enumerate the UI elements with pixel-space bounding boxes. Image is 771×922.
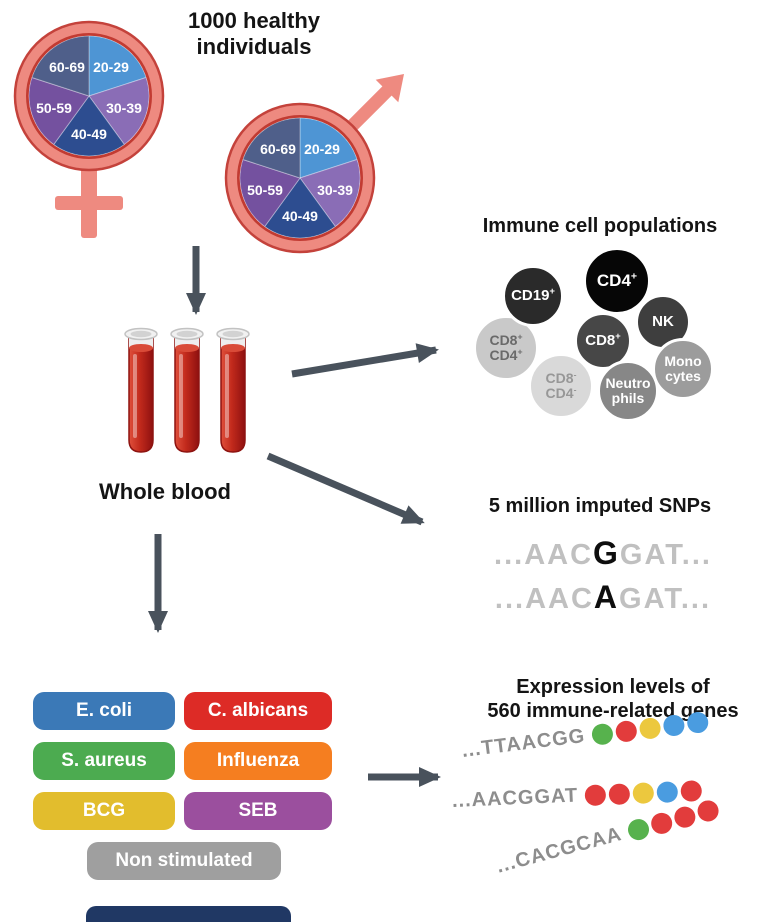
stimulus-bcg: BCG (33, 792, 175, 830)
pie-label-60-69: 60-69 (260, 141, 296, 157)
immune-cell-cd19: CD19+ (502, 265, 564, 327)
cell-label-line1: Neutro (605, 374, 651, 391)
snp-allele: A (593, 579, 620, 615)
snp-seq-pre: ...AAC (494, 539, 594, 571)
immune-populations-title: Immune cell populations (482, 215, 718, 237)
figure-title: 1000 healthy individuals (158, 8, 350, 60)
gene-bead (584, 784, 607, 807)
pie-label-20-29: 20-29 (304, 141, 340, 157)
cell-label-line1: CD8+ (489, 331, 523, 348)
stimulus-influenza: Influenza (184, 742, 332, 780)
pie-label-50-59: 50-59 (247, 182, 283, 198)
male-age-pie: 20-29 30-39 40-49 50-59 60-69 (224, 102, 376, 254)
snp-seq-post: GAT... (619, 539, 712, 571)
gene-bead (625, 816, 652, 843)
arrow-blood-to-snps (266, 452, 425, 526)
snp-sequences: ...AACGGAT... ...AACAGAT... (438, 532, 768, 620)
expression-title-line1: Expression levels of (516, 676, 710, 698)
cell-label-line1: CD8- (545, 369, 577, 386)
snp-seq-pre: ...AAC (494, 583, 594, 615)
blood-tube-2 (170, 327, 204, 453)
pie-label-60-69: 60-69 (49, 59, 85, 75)
cell-label-line2: CD4- (545, 384, 577, 401)
female-symbol-outer-edge (13, 20, 165, 172)
immune-cell-cd8neg-cd4neg: CD8- CD4- (528, 353, 594, 419)
female-symbol-crossbar (55, 196, 123, 210)
blood-tube-1 (124, 327, 158, 453)
cell-label-line2: CD4+ (489, 346, 523, 363)
female-symbol-ring (16, 23, 162, 169)
stimulus-e-coli: E. coli (33, 692, 175, 730)
gene-bead (648, 810, 675, 837)
male-symbol-outer-edge (224, 102, 376, 254)
male-symbol: 20-29 30-39 40-49 50-59 60-69 (224, 74, 404, 254)
pie-label-20-29: 20-29 (93, 59, 129, 75)
pie-label-30-39: 30-39 (106, 100, 142, 116)
pie-slice-20-29 (299, 117, 358, 179)
bottom-partial-pill (86, 906, 291, 922)
pie-slice-40-49 (264, 177, 336, 239)
snps-title: 5 million imputed SNPs (488, 495, 712, 517)
expression-title: Expression levels of 560 immune-related … (455, 676, 771, 723)
pie-label-40-49: 40-49 (282, 208, 318, 224)
immune-cell-monocytes: Mono cytes (652, 338, 714, 400)
snp-allele: G (593, 535, 620, 571)
pie-slice-60-69 (242, 117, 301, 179)
immune-cell-neutrophils: Neutro phils (597, 360, 659, 422)
cell-label-line1: Mono (664, 352, 702, 369)
pie-label-50-59: 50-59 (36, 100, 72, 116)
pie-slice-60-69 (31, 35, 90, 97)
whole-blood-label: Whole blood (99, 479, 231, 504)
cell-label-line1: NK (652, 312, 674, 330)
female-age-pie: 20-29 30-39 40-49 50-59 60-69 (13, 20, 165, 172)
pie-slice-50-59 (28, 76, 90, 146)
pie-inner-ring (236, 114, 364, 242)
pie-label-30-39: 30-39 (317, 182, 353, 198)
pie-inner-ring (25, 32, 153, 160)
male-symbol-ring (227, 105, 373, 251)
male-symbol-arrowhead (375, 74, 404, 103)
blood-tubes (124, 327, 250, 453)
pie-slice-20-29 (88, 35, 147, 97)
cell-label-line2: phils (611, 390, 645, 406)
gene-sequence: ...AACGGAT (451, 784, 579, 812)
gene-bead (614, 719, 639, 744)
stimulus-non-stimulated: Non stimulated (87, 842, 281, 880)
gene-bead (686, 710, 710, 735)
cell-label-line1: CD19+ (511, 285, 555, 304)
stimulus-seb: SEB (184, 792, 332, 830)
stimulus-c-albicans: C. albicans (184, 692, 332, 730)
cell-label-line1: CD4+ (596, 270, 638, 290)
expression-title-line2: 560 immune-related genes (487, 699, 739, 722)
snp-sequence-allele-g: ...AACGGAT... (438, 532, 768, 576)
gene-bead (656, 781, 679, 804)
immune-cell-cd8pos-cd4pos: CD8+ CD4+ (473, 315, 539, 381)
gene-bead (638, 716, 662, 741)
immune-cell-cd4: CD4+ (583, 247, 651, 315)
arrow-blood-to-immune-cells (291, 343, 439, 378)
snp-seq-post: GAT... (619, 583, 712, 615)
pie-slice-50-59 (239, 158, 301, 228)
pie-slice-30-39 (299, 158, 361, 228)
figure-title-line1: 1000 healthy (187, 8, 321, 33)
cell-label-line1: CD8+ (585, 330, 621, 349)
male-symbol-arrow-shaft (345, 83, 395, 133)
blood-tube-3 (216, 327, 250, 453)
gene-bead (671, 804, 698, 831)
stimulus-s-aureus: S. aureus (33, 742, 175, 780)
gene-bead (680, 780, 703, 802)
pie-slice-40-49 (53, 95, 125, 157)
gene-bead (590, 722, 615, 746)
gene-bead (608, 783, 631, 806)
snp-sequence-allele-a: ...AACAGAT... (438, 576, 768, 620)
pie-label-40-49: 40-49 (71, 126, 107, 142)
gene-bead (662, 713, 686, 738)
pie-slice-30-39 (88, 76, 150, 146)
female-symbol: 20-29 30-39 40-49 50-59 60-69 (13, 20, 165, 238)
gene-bead (632, 782, 655, 805)
cell-label-line2: cytes (665, 368, 701, 384)
figure-title-line2: individuals (196, 33, 312, 59)
